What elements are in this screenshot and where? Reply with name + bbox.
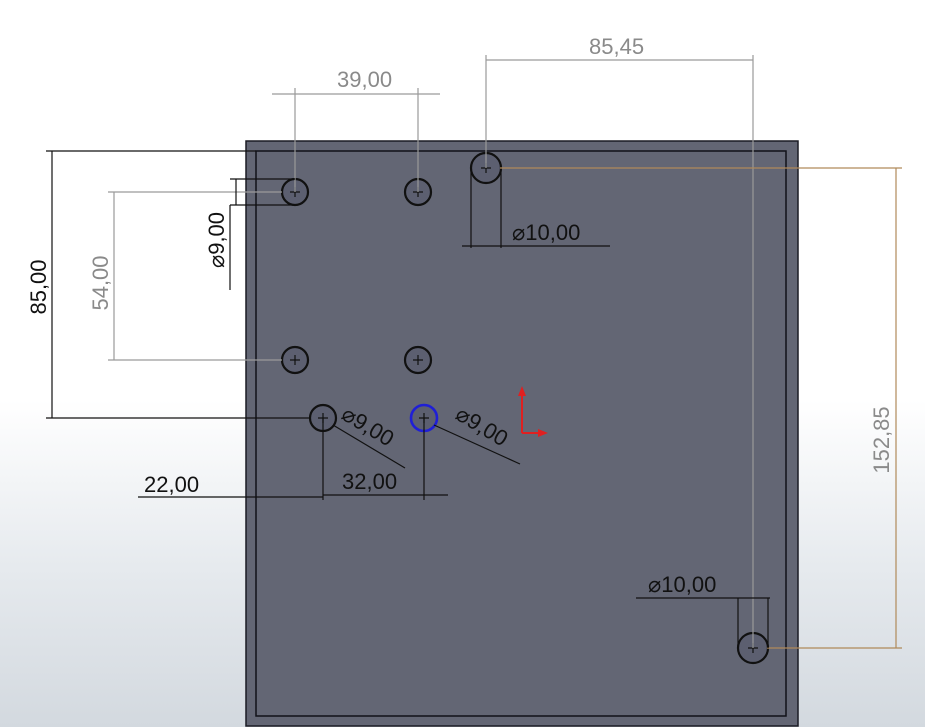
- hole-mid-middle[interactable]: [403, 345, 433, 375]
- dim-top-spacing[interactable]: 39,00: [272, 67, 440, 192]
- dim-inner-height[interactable]: 54,00: [88, 191, 282, 361]
- dim-inner-height-label: 54,00: [88, 255, 113, 310]
- hole-mid-left[interactable]: [280, 345, 310, 375]
- origin-axes-icon: [518, 386, 548, 437]
- dim-bottom-spacing[interactable]: 32,00: [323, 418, 448, 500]
- dim-overall-height[interactable]: 85,00: [26, 150, 310, 419]
- dim-top-spacing-label: 39,00: [337, 67, 392, 92]
- dim-left-offset-label: 22,00: [144, 472, 199, 497]
- dim-large-hole-bottom-label: ⌀10,00: [648, 572, 716, 597]
- dim-large-hole-top[interactable]: ⌀10,00: [462, 168, 610, 248]
- dim-vertical-span-label: 152,85: [869, 406, 894, 473]
- dim-left-offset[interactable]: 22,00: [138, 418, 324, 500]
- plate-inner-edge: [255, 150, 787, 717]
- dim-right-offset[interactable]: 85,45: [485, 34, 754, 648]
- dim-vertical-span[interactable]: 152,85: [500, 167, 902, 649]
- dim-right-offset-label: 85,45: [589, 34, 644, 59]
- dim-large-hole-bottom[interactable]: ⌀10,00: [636, 572, 770, 648]
- dim-large-hole-top-label: ⌀10,00: [512, 220, 580, 245]
- dim-small-hole-dia-label: ⌀9,00: [204, 212, 229, 268]
- dim-small-hole-dia[interactable]: ⌀9,00: [204, 178, 295, 290]
- dim-bottom-spacing-label: 32,00: [342, 469, 397, 494]
- dim-overall-height-label: 85,00: [26, 259, 51, 314]
